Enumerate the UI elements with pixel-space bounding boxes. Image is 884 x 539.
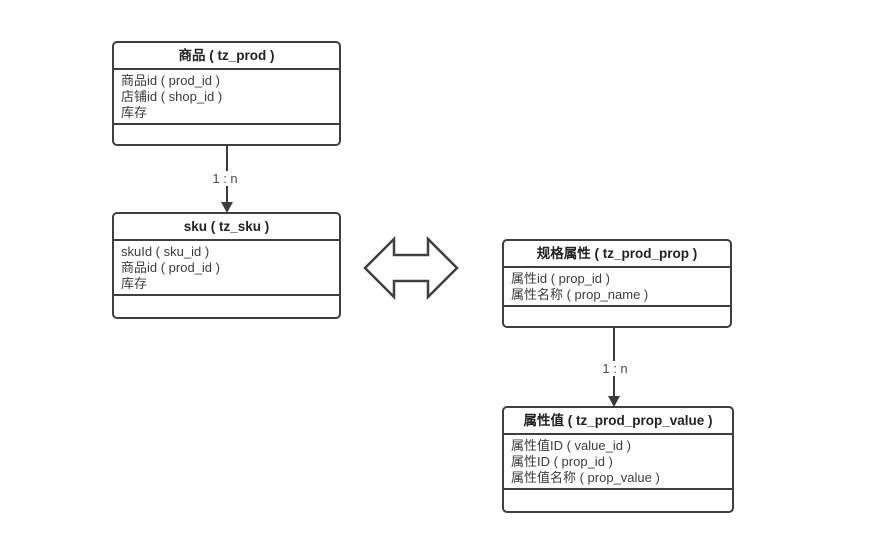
entity-table-sku: sku ( tz_sku ) skuId ( sku_id ) 商品id ( p… (112, 212, 341, 319)
entity-field: skuId ( sku_id ) (121, 244, 210, 259)
entity-field: 店铺id ( shop_id ) (121, 89, 223, 104)
entity-title-prod-prop: 规格属性 ( tz_prod_prop ) (504, 241, 730, 268)
entity-field: 库存 (121, 105, 148, 120)
entity-fields-prod: 商品id ( prod_id ) 店铺id ( shop_id ) 库存 (114, 70, 339, 125)
arrowhead-down-icon (608, 396, 620, 407)
entity-title-prod: 商品 ( tz_prod ) (114, 43, 339, 70)
double-arrow-icon (363, 235, 459, 301)
entity-table-prod: 商品 ( tz_prod ) 商品id ( prod_id ) 店铺id ( s… (112, 41, 341, 146)
entity-fields-prod-prop-value: 属性值ID ( value_id ) 属性ID ( prop_id ) 属性值名… (504, 435, 732, 490)
entity-field: 库存 (121, 276, 148, 291)
entity-field: 属性名称 ( prop_name ) (511, 287, 649, 302)
entity-empty-section (504, 490, 732, 511)
entity-empty-section (114, 296, 339, 317)
entity-field: 商品id ( prod_id ) (121, 260, 220, 275)
arrowhead-down-icon (221, 202, 233, 213)
entity-fields-sku: skuId ( sku_id ) 商品id ( prod_id ) 库存 (114, 241, 339, 296)
relation-cardinality-label: 1 : n (598, 361, 632, 376)
entity-fields-prod-prop: 属性id ( prop_id ) 属性名称 ( prop_name ) (504, 268, 730, 307)
entity-table-prod-prop: 规格属性 ( tz_prod_prop ) 属性id ( prop_id ) 属… (502, 239, 732, 328)
entity-field: 属性值ID ( value_id ) (511, 438, 631, 453)
entity-field: 属性id ( prop_id ) (511, 271, 610, 286)
entity-title-sku: sku ( tz_sku ) (114, 214, 339, 241)
entity-table-prod-prop-value: 属性值 ( tz_prod_prop_value ) 属性值ID ( value… (502, 406, 734, 513)
relation-cardinality-label: 1 : n (208, 171, 242, 186)
entity-field: 属性ID ( prop_id ) (511, 454, 613, 469)
entity-empty-section (114, 125, 339, 144)
entity-empty-section (504, 307, 730, 326)
entity-field: 属性值名称 ( prop_value ) (511, 470, 660, 485)
entity-title-prod-prop-value: 属性值 ( tz_prod_prop_value ) (504, 408, 732, 435)
entity-field: 商品id ( prod_id ) (121, 73, 220, 88)
